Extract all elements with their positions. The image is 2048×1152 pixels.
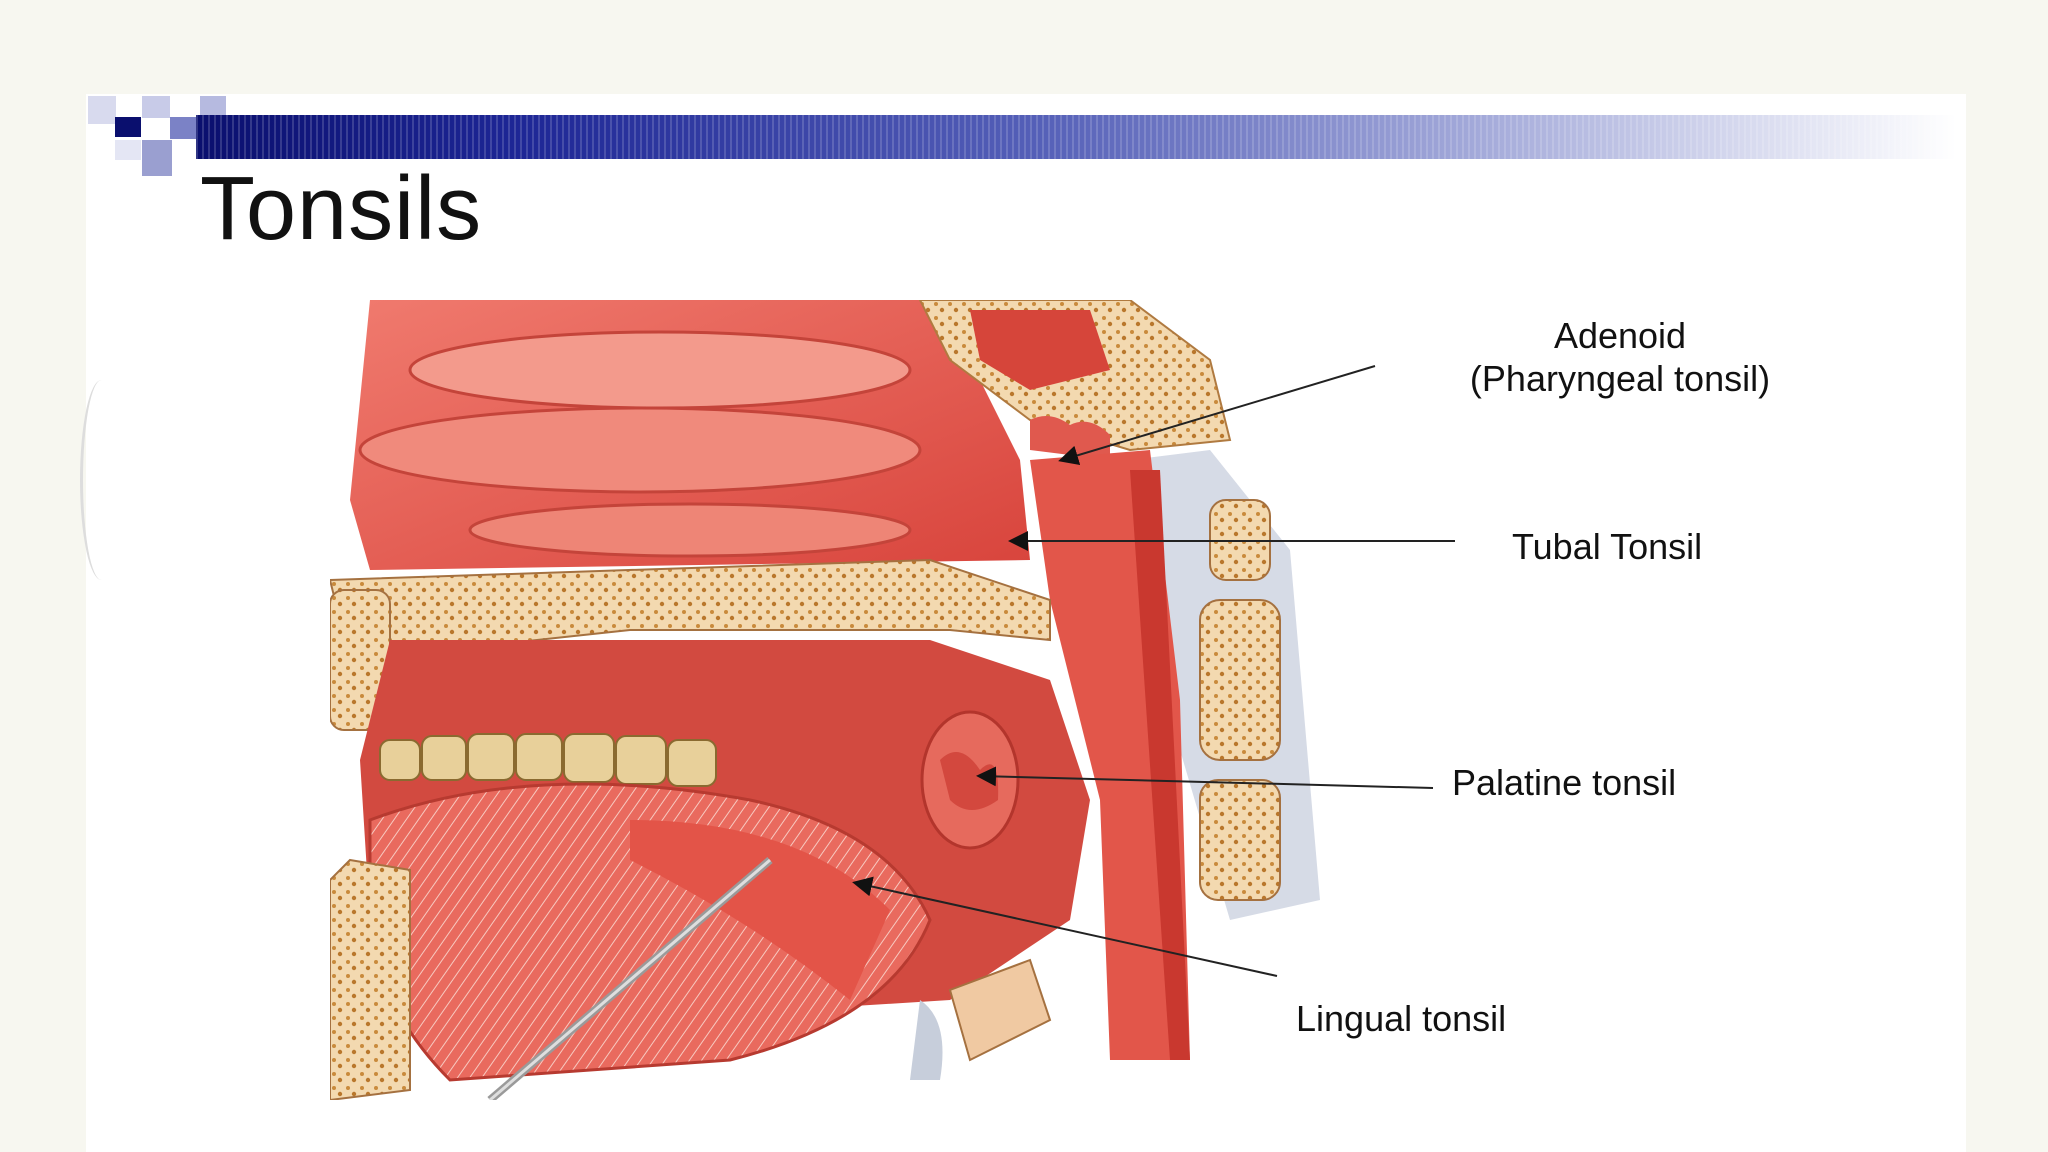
accent-square	[88, 96, 116, 124]
accent-square	[142, 96, 170, 118]
palatine-pointer	[976, 766, 1434, 789]
lingual-pointer	[852, 876, 1278, 977]
anatomy-illustration	[330, 300, 1320, 1100]
tubal-tonsil-label: Tubal Tonsil	[1512, 526, 1703, 567]
slide-title: Tonsils	[200, 159, 483, 259]
accent-square	[115, 140, 141, 160]
adenoid-label-line2: (Pharyngeal tonsil)	[1469, 358, 1771, 399]
adenoid-label-line1: Adenoid	[1553, 315, 1687, 356]
edge-decoration	[80, 380, 123, 580]
accent-square	[170, 117, 198, 139]
title-bar	[196, 115, 1956, 159]
accent-square	[115, 117, 141, 137]
lingual-tonsil-label: Lingual tonsil	[1296, 998, 1507, 1039]
adenoid-pointer	[1058, 365, 1376, 465]
accent-square	[142, 140, 172, 176]
adenoid-label: Adenoid (Pharyngeal tonsil)	[1420, 314, 1820, 400]
palatine-tonsil-label: Palatine tonsil	[1452, 762, 1677, 803]
